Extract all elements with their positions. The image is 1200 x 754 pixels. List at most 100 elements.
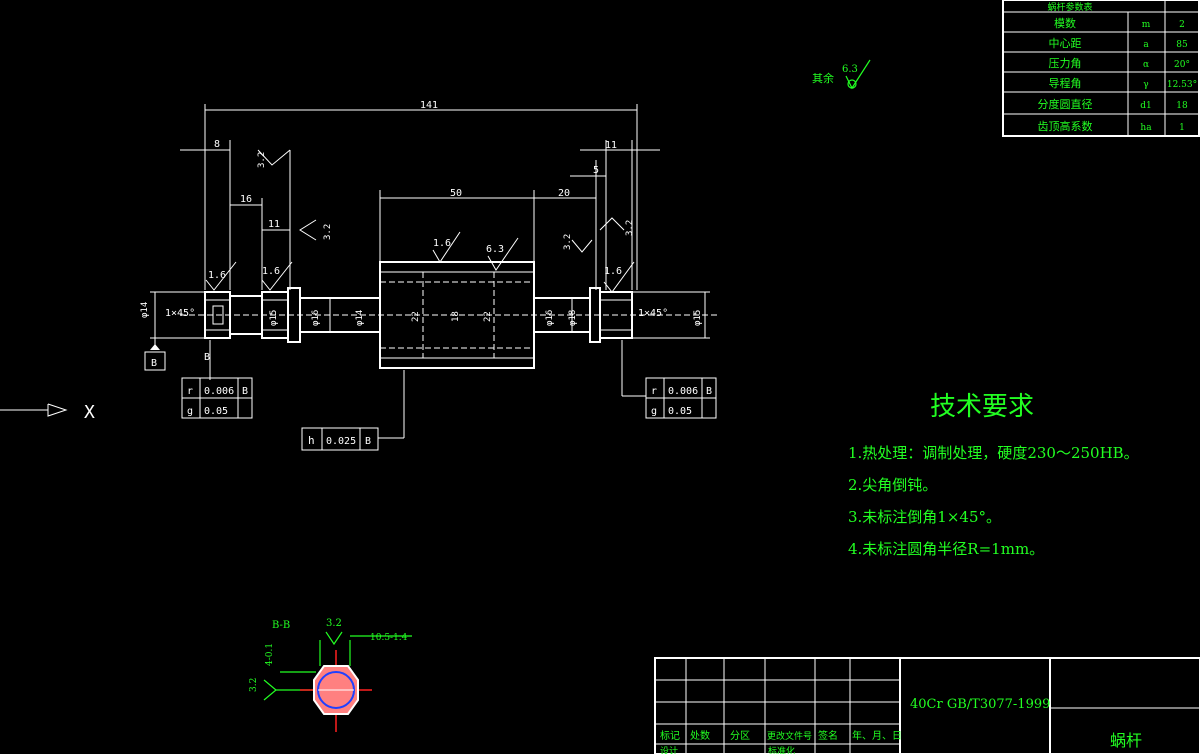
axis-label: X [84,402,95,423]
tol-symbol: r [187,386,193,397]
tol-center-datum: B [365,436,371,447]
dim-mid-50: 50 [450,188,462,199]
rest-roughness-label: 其余 [812,71,834,85]
datum-left: B B [144,338,210,371]
tolerance-left [181,340,253,419]
tech-item-1: 1.热处理：调制处理，硬度230～250HB。 [848,444,1139,462]
param-name: 齿顶高系数 [1038,119,1093,133]
dia-16r: φ16 [545,310,555,326]
dim-left-16: 16 [240,194,252,205]
tb-label-4: 更改文件号 [767,730,812,742]
tb-bottom-1: 设计 [660,745,678,754]
tol-symbol: r [651,386,657,397]
section-ra-left: 3.2 [249,678,259,692]
tech-requirements: 技术要求 1.热处理：调制处理，硬度230～250HB。 2.尖角倒钝。 3.未… [848,392,1139,558]
param-value: 85 [1176,40,1188,50]
tb-label-2: 处数 [690,729,710,742]
dia-left: φ14 [140,302,150,318]
dimension-texts: 141 8 16 11 50 20 5 11 1×45° 1×45° φ14 φ… [140,100,703,326]
roughness-symbols: 3.2 3.2 1.6 1.6 1.6 6.3 3.2 3.2 1.6 [205,149,635,293]
section-width: 10.5-1.4 [370,633,408,643]
section-depth: 4-0.1 [265,643,275,666]
tol-value: 0.05 [204,406,228,417]
chamfer-left: 1×45° [165,308,195,319]
dia-16: φ16 [311,310,321,326]
param-value: 20° [1174,60,1190,70]
parameter-table: 蜗杆参数表 [1002,0,1200,137]
dia-22b: 22 [483,311,493,322]
dia-left2: φ15 [269,310,279,326]
dia-14b: φ14 [355,310,365,326]
param-symbol: d1 [1140,101,1152,111]
ra-r3: 1.6 [604,266,622,277]
dimension-lines [150,104,710,339]
axis-arrow: X [0,402,95,423]
tolerance-center: h 0.025 B [301,370,405,451]
tol-center-val: 0.025 [326,436,356,447]
tech-title: 技术要求 [930,392,1034,422]
tb-label-3: 分区 [730,730,750,742]
param-name: 导程角 [1049,77,1082,90]
tech-item-4: 4.未标注圆角半径R=1mm。 [848,540,1044,558]
section-mark: B [204,352,210,363]
dia-22: 22 [411,311,421,322]
ra-left-side: 3.2 [323,224,333,240]
dim-right-20: 20 [558,188,570,199]
part-name: 蜗杆 [1110,731,1142,750]
tb-label-1: 标记 [660,730,680,742]
tol-value: 0.05 [668,406,692,417]
section-view: B-B 3.2 10.5-1.4 4-0.1 3.2 [249,618,412,732]
chamfer-right: 1×45° [638,308,668,319]
tech-item-3: 3.未标注倒角1×45°。 [848,508,1001,526]
tech-item-2: 2.尖角倒钝。 [848,476,937,494]
dim-left-8: 8 [214,139,220,150]
tol-datum: B [706,386,712,397]
section-ra-top: 3.2 [326,618,342,629]
tol-value: 0.006 [204,386,234,397]
ra-top-left: 3.2 [257,152,267,168]
param-value: 1 [1179,123,1185,133]
title-block: 40Cr GB/T3077-1999 蜗杆 标记 处数 分区 更改文件号 签名 … [654,657,1200,754]
param-symbol: α [1143,60,1149,70]
dim-right-5: 5 [593,165,599,176]
ra-1-6b: 1.6 [262,266,280,277]
dia-18c: 18 [451,311,461,322]
tol-symbol: g [651,406,657,417]
param-symbol: a [1143,40,1149,50]
param-symbol: m [1142,20,1151,30]
dim-overall: 141 [420,100,438,111]
param-name: 分度圆直径 [1038,97,1093,111]
param-symbol: ha [1140,123,1152,133]
ra-1-6a: 1.6 [208,270,226,281]
param-value: 18 [1176,101,1188,111]
tb-label-5: 签名 [818,729,838,742]
tb-bottom-2: 标准化 [768,745,795,754]
rest-roughness: 其余 6.3 [812,59,871,90]
dia-18r: φ18 [568,310,578,326]
material-spec: 40Cr GB/T3077-1999 [910,697,1050,712]
shaft-outline [180,261,720,369]
tol-symbol: g [187,406,193,417]
tolerance-right [621,340,717,419]
rest-roughness-value: 6.3 [842,64,858,75]
dia-right: φ15 [693,310,703,326]
tol-value: 0.006 [668,386,698,397]
tol-datum: B [242,386,248,397]
param-symbol: γ [1143,80,1148,90]
datum-left-letter: B [151,358,157,369]
param-value: 12.53° [1167,80,1197,90]
ra-worm-6-3: 6.3 [486,244,504,255]
param-name: 压力角 [1049,57,1082,70]
tol-center-sym: h [308,434,315,447]
tolerance-texts: r 0.006 Bg 0.05 r 0.006 Bg 0.05 [187,386,712,417]
tb-label-6: 年、月、日 [852,729,902,742]
dim-right-11: 11 [605,140,617,151]
param-value: 2 [1179,20,1185,30]
param-name: 模数 [1054,17,1076,30]
section-title: B-B [272,620,290,631]
dim-left-11: 11 [268,219,280,230]
ra-r1: 3.2 [563,234,573,250]
ra-r2: 3.2 [625,220,635,236]
